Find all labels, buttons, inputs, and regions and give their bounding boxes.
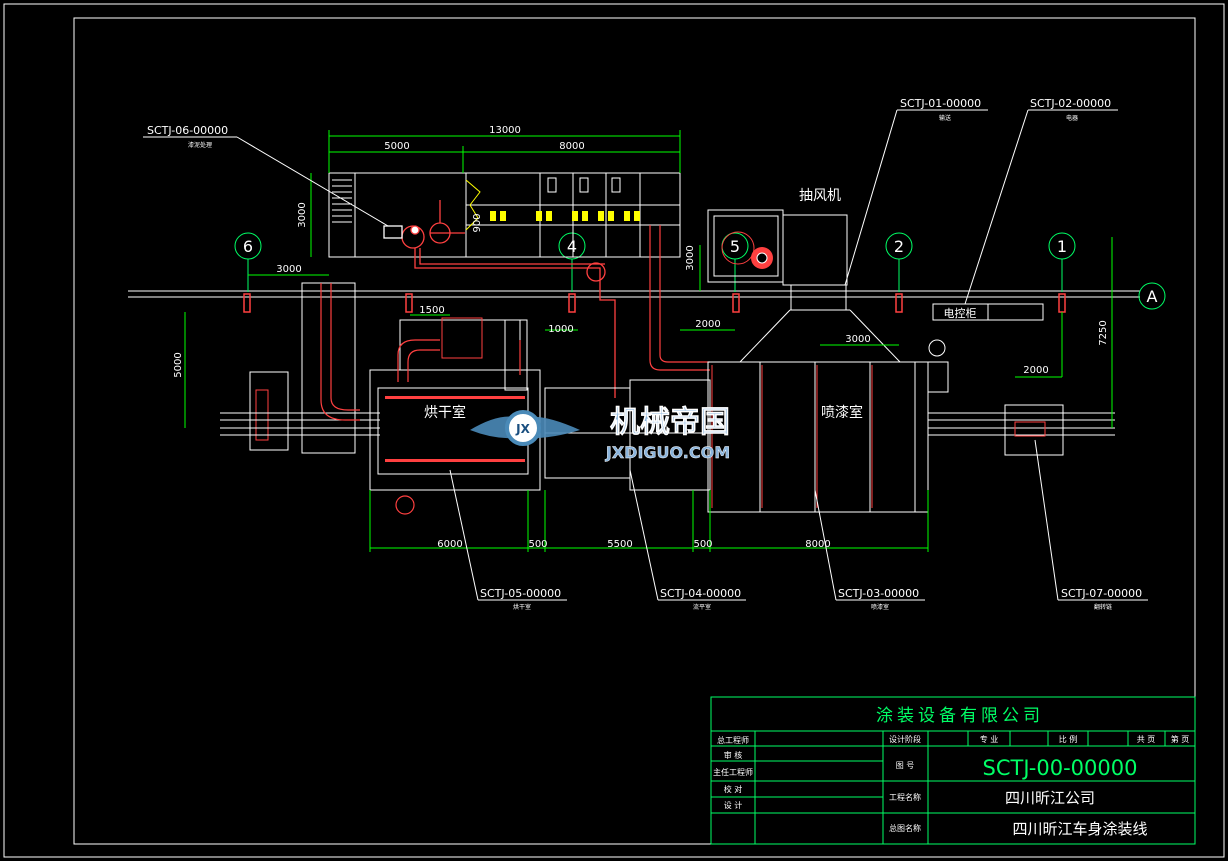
callout-leaders [143,109,1148,601]
oven-heaters [385,396,525,462]
dim-2000-mid: 2000 [695,319,720,330]
title-specialty: 专 业 [980,734,999,744]
title-scale: 比 例 [1059,734,1078,744]
dim-7250: 7250 [1098,320,1109,345]
title-block [710,696,1196,845]
title-drawing-no: SCTJ-00-00000 [983,756,1138,780]
title-total-pages: 共 页 [1137,735,1156,744]
leveling-room [544,379,711,491]
dim-8000-top: 8000 [559,141,584,152]
callout-06-code: SCTJ-06-00000 [147,124,228,137]
axis-label-2: 2 [894,237,904,256]
oven-fan [395,495,415,515]
title-drawing-title: 四川昕江车身涂装线 [1012,820,1147,838]
callout-02-code: SCTJ-02-00000 [1030,97,1111,110]
dim-3000-left-v: 3000 [297,202,308,227]
grid-line-a [128,290,1140,298]
watermark-url: JXDIGUO.COM [605,443,730,462]
title-row-director: 主任工程师 [713,767,753,777]
watermark-cn: 机械帝国 [610,405,730,440]
leveling-ducts [649,225,710,371]
inner-frame [73,17,1196,845]
callout-03-code: SCTJ-03-00000 [838,587,919,600]
oven-room [369,317,541,491]
stair-hatch [332,179,352,223]
dim-900: 900 [472,213,483,232]
axis-label-6: 6 [243,237,253,256]
callout-02-desc: 电器 [1066,114,1078,122]
callout-06-desc: 漆泥处理 [188,141,212,149]
spray-room-label: 喷漆室 [821,404,863,421]
dim-500-b: 500 [693,539,712,550]
outer-frame [3,3,1225,858]
callout-03-desc: 喷漆室 [871,603,889,611]
dim-3000-right-v: 3000 [685,245,696,270]
exhaust-fan [707,209,848,311]
title-project-name: 四川昕江公司 [1005,789,1095,807]
dim-13000: 13000 [489,125,521,136]
spray-booth [707,309,929,513]
title-row-design: 设 计 [724,800,743,810]
pump-assembly [383,200,616,398]
watermark-logo: JX 机械帝国 JXDIGUO.COM [470,405,730,462]
title-page: 第 页 [1171,734,1190,744]
yellow-valves [465,179,481,231]
callout-07-code: SCTJ-07-00000 [1061,587,1142,600]
dim-8000-bottom: 8000 [805,539,830,550]
dim-6000: 6000 [437,539,462,550]
oven-ducts [397,339,521,382]
title-row-chief-engineer: 总工程师 [717,735,749,745]
title-project-label: 工程名称 [889,792,921,802]
water-treatment-unit [328,172,681,258]
callout-07-desc: 翻转链 [1094,603,1112,611]
filter-elements [490,211,640,221]
callout-04-code: SCTJ-04-00000 [660,587,741,600]
title-row-review: 审 核 [724,750,743,760]
dim-5000-top: 5000 [384,141,409,152]
callout-01-desc: 输送 [939,114,951,122]
left-duct [320,283,360,421]
callout-01-code: SCTJ-01-00000 [900,97,981,110]
dim-5500: 5500 [607,539,632,550]
dim-3000-mid: 3000 [845,334,870,345]
dim-5000-v: 5000 [173,352,184,377]
dim-3000-h: 3000 [276,264,301,275]
oven-room-label: 烘干室 [424,404,466,421]
title-row-check: 校 对 [724,784,743,794]
title-company: 涂装设备有限公司 [876,706,1044,726]
exit-conveyor [928,404,1115,456]
axis-circle-a [1138,282,1166,310]
title-design-stage: 设计阶段 [889,734,921,744]
axis-label-a: A [1147,287,1158,306]
dim-1500: 1500 [419,305,444,316]
callout-04-desc: 流平室 [693,603,711,611]
title-drawing-no-label: 图 号 [896,761,915,770]
dim-500-a: 500 [528,539,547,550]
axis-label-1: 1 [1057,237,1067,256]
spray-booth-accents [711,365,873,508]
axis-label-5: 5 [730,237,740,256]
title-drawing-title-label: 总图名称 [889,823,921,833]
callout-05-desc: 烘干室 [513,603,531,611]
control-cabinet-label: 电控柜 [944,306,977,320]
watermark-emblem: JX [515,422,530,436]
dim-2000-right: 2000 [1023,365,1048,376]
entry-station [220,282,380,454]
callout-05-code: SCTJ-05-00000 [480,587,561,600]
axis-label-4: 4 [567,237,577,256]
booth-filter [927,339,949,393]
dimension-lines [184,130,1113,552]
fan-label: 抽风机 [799,188,841,204]
dim-1000: 1000 [548,324,573,335]
